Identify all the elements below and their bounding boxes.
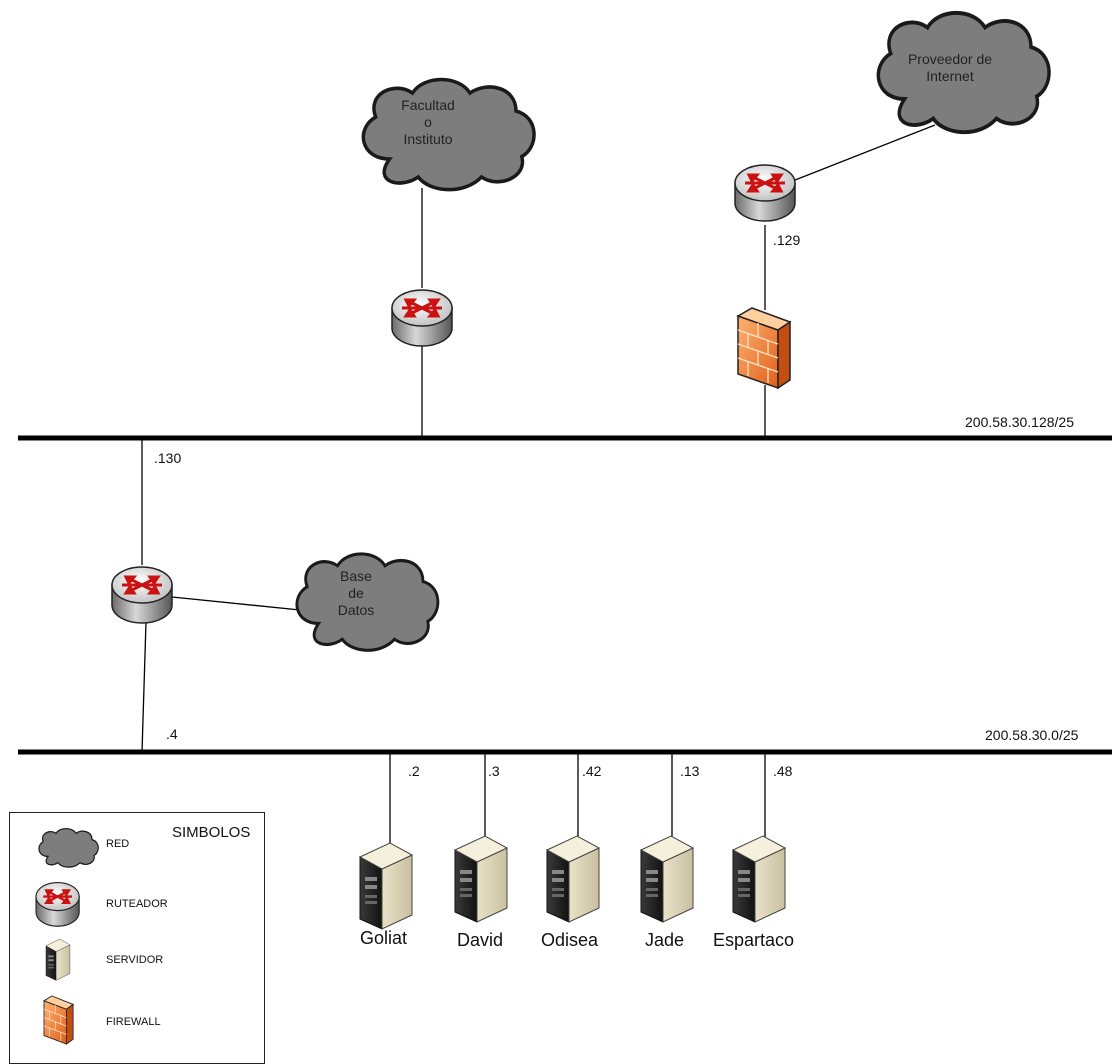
ip-isp-router: .129 <box>773 232 801 248</box>
legend-item-ruteador: RUTEADOR <box>106 898 168 910</box>
server-david-icon <box>454 835 508 923</box>
legend-router-icon <box>34 881 81 928</box>
server-jade-name: Jade <box>645 930 685 950</box>
ip-server-david: .3 <box>488 763 500 779</box>
ip-server-goliat: .2 <box>408 763 420 779</box>
ip-server-espartaco: .48 <box>773 763 793 779</box>
ip-server-odisea: .42 <box>582 763 602 779</box>
server-odisea-name: Odisea <box>541 930 599 950</box>
cloud-basedatos-line-2: de <box>348 585 364 601</box>
cloud-facultad-line-1: Facultad <box>401 97 455 113</box>
cloud-proveedor-line-2: Internet <box>926 68 974 84</box>
legend-firewall-icon <box>43 995 74 1045</box>
legend: SIMBOLOS RED RUTEADOR SERVIDOR FIREWALL <box>9 812 265 1064</box>
router-facultad-icon <box>390 288 454 348</box>
firewall-icon <box>737 307 791 389</box>
legend-red-icon <box>38 827 99 868</box>
cloud-basedatos-label: Base de Datos <box>318 568 394 619</box>
ip-server-jade: .13 <box>680 763 700 779</box>
cloud-facultad-line-3: Instituto <box>403 131 453 147</box>
link-isp-router <box>789 124 936 183</box>
network-lower-label: 200.58.30.0/25 <box>985 727 1079 743</box>
legend-item-servidor: SERVIDOR <box>106 954 164 966</box>
ip-core-lower: .4 <box>166 726 178 742</box>
ip-core-upper: .130 <box>154 450 182 466</box>
server-goliat-name: Goliat <box>360 928 408 948</box>
link-core-lower <box>141 621 147 753</box>
cloud-facultad-label: Facultad o Instituto <box>398 97 458 148</box>
network-upper-label: 200.58.30.128/25 <box>965 414 1074 430</box>
server-goliat-icon <box>359 842 413 930</box>
server-odisea-icon <box>546 835 600 923</box>
legend-item-red: RED <box>106 838 130 850</box>
cloud-basedatos-line-1: Base <box>340 568 372 584</box>
server-espartaco-name: Espartaco <box>713 930 795 950</box>
cloud-proveedor-line-1: Proveedor de <box>907 51 993 67</box>
cloud-proveedor-label: Proveedor de Internet <box>888 51 1012 85</box>
cloud-basedatos-line-3: Datos <box>337 602 375 618</box>
server-jade-icon <box>640 835 694 923</box>
server-espartaco-icon <box>732 835 786 923</box>
router-core-icon <box>110 565 174 625</box>
router-isp-icon <box>733 163 797 223</box>
link-core-db <box>171 596 301 611</box>
cloud-facultad-line-2: o <box>424 114 432 130</box>
legend-item-firewall: FIREWALL <box>106 1016 161 1028</box>
legend-server-icon <box>45 938 71 981</box>
legend-title: SIMBOLOS <box>172 824 251 841</box>
server-david-name: David <box>457 930 504 950</box>
